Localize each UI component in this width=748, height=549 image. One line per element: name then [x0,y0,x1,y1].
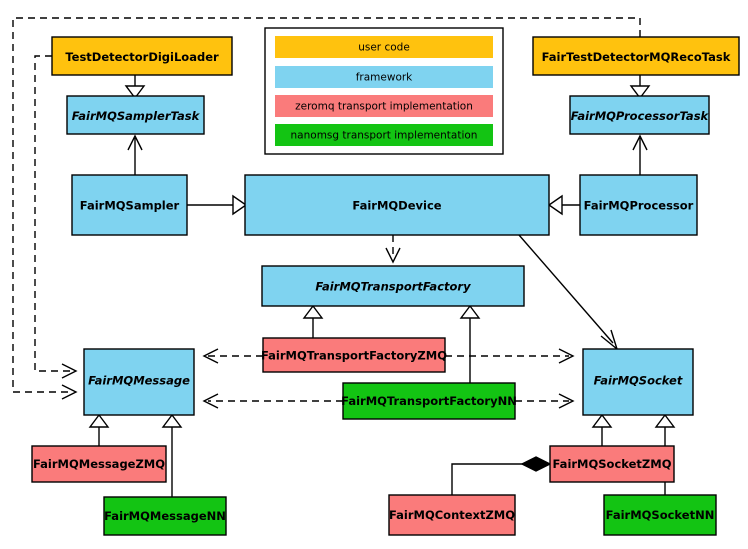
edge-socketzmq-socket [591,413,613,446]
edge-sampler-device [187,194,248,216]
node-fairmqtransportfactorynn[interactable]: FairMQTransportFactoryNN [341,382,517,420]
edge-processor-device [547,194,580,216]
edge-factorynn-socket [515,393,575,409]
legend-swatch [275,66,493,88]
node-fairmqprocessortask[interactable]: FairMQProcessorTask [569,95,710,135]
node-testdetectordigiloader[interactable]: TestDetectorDigiLoader [51,36,233,76]
node-fairmqsocket[interactable]: FairMQSocket [582,348,694,416]
edge-digiloader-samplertask [124,75,146,100]
node-fairmqmessagezmq[interactable]: FairMQMessageZMQ [31,445,167,483]
edge-processor-processortask [632,134,648,175]
edge-factoryzmq-socket [445,348,575,364]
node-fairmqtransportfactory[interactable]: FairMQTransportFactory [261,265,525,307]
edge-recotask-processortask [629,75,651,100]
node-box[interactable] [342,382,516,420]
edge-factorynn-factory [459,304,481,383]
node-fairmqmessage[interactable]: FairMQMessage [83,348,195,416]
node-box[interactable] [51,36,233,76]
node-fairmqsocketnn[interactable]: FairMQSocketNN [603,494,717,536]
legend: user code framework zeromq transport imp… [264,27,504,155]
node-box[interactable] [71,174,188,236]
node-box[interactable] [103,496,227,536]
node-fairmqmessagenn[interactable]: FairMQMessageNN [103,496,227,536]
node-box[interactable] [582,348,694,416]
legend-swatch [275,95,493,117]
edge-device-socket [518,234,619,352]
edge-digiloader-message [34,55,78,379]
node-fairmqdevice[interactable]: FairMQDevice [244,174,550,236]
node-box[interactable] [31,445,167,483]
node-fairmqsamplertask[interactable]: FairMQSamplerTask [66,95,205,135]
edge-factorynn-message [202,393,343,409]
legend-swatch [275,124,493,146]
edge-recotask-message [12,17,641,400]
node-box[interactable] [549,445,675,483]
node-box[interactable] [244,174,550,236]
legend-swatch [275,36,493,58]
edge-factoryzmq-message [202,348,263,364]
node-box[interactable] [83,348,195,416]
edge-layer [12,17,676,497]
node-fairtestdetectormqrecotask[interactable]: FairTestDetectorMQRecoTask [532,36,740,76]
node-fairmqsampler[interactable]: FairMQSampler [71,174,188,236]
node-fairmqcontextzmq[interactable]: FairMQContextZMQ [388,494,516,536]
edge-sampler-samplertask [127,134,143,175]
legend-item-framework: framework [275,66,493,88]
node-box[interactable] [66,95,205,135]
node-box[interactable] [261,265,525,307]
legend-item-user-code: user code [275,36,493,58]
node-box[interactable] [579,174,698,236]
node-box[interactable] [532,36,740,76]
edge-factoryzmq-factory [302,304,324,338]
legend-item-nanomsg: nanomsg transport implementation [275,124,493,146]
node-fairmqprocessor[interactable]: FairMQProcessor [579,174,698,236]
node-fairmqsocketzmq[interactable]: FairMQSocketZMQ [549,445,675,483]
node-box[interactable] [262,337,446,373]
edge-messagenn-message [161,413,183,497]
legend-item-zeromq: zeromq transport implementation [275,95,493,117]
node-box[interactable] [603,494,717,536]
node-box[interactable] [569,95,710,135]
node-box[interactable] [388,494,516,536]
edge-contextzmq-socketzmq [451,456,552,495]
edge-messagezmq-message [88,413,110,446]
edge-device-transportfactory [385,235,401,264]
node-fairmqtransportfactoryzmq[interactable]: FairMQTransportFactoryZMQ [261,337,447,373]
